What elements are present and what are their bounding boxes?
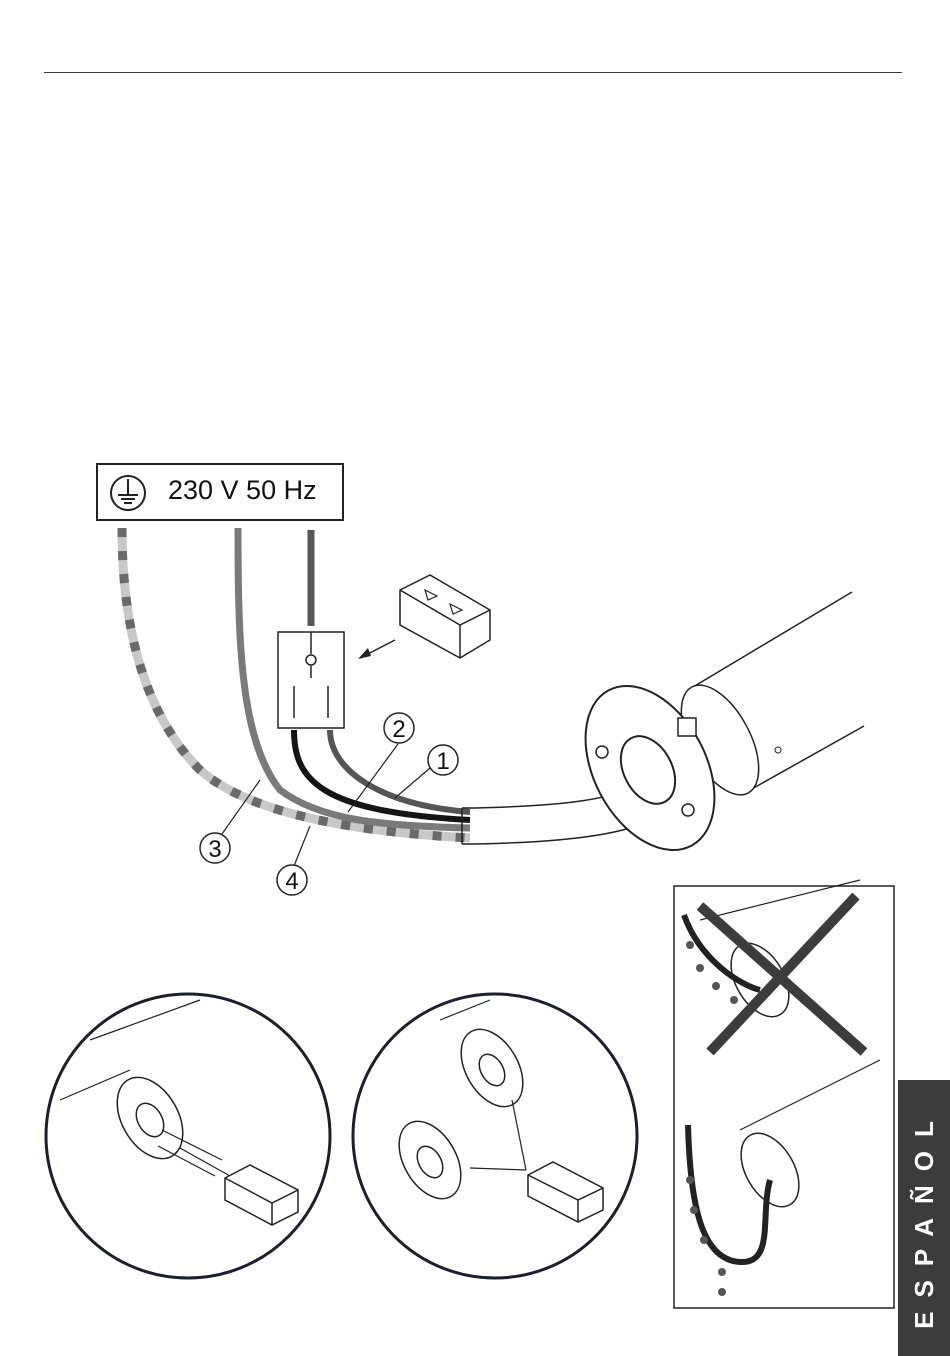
callout-3-label: 3: [208, 836, 221, 863]
double-motor-detail: [353, 994, 637, 1278]
callout-4-label: 4: [285, 868, 298, 895]
callout-1-label: 1: [436, 748, 449, 775]
language-tab-label: ESPAÑOL: [898, 1080, 950, 1356]
switch-keypad-icon: [400, 575, 490, 658]
callout-2-label: 2: [392, 716, 405, 743]
single-motor-detail: [46, 994, 330, 1278]
callout-4: 4: [277, 865, 307, 895]
language-tab: ESPAÑOL: [898, 1080, 950, 1356]
drip-loop-panel: [674, 880, 894, 1308]
callout-2: 2: [384, 713, 414, 743]
neutral-wire: [238, 528, 470, 828]
tubular-motor: [559, 592, 864, 872]
callout-3: 3: [200, 833, 230, 863]
callout-1: 1: [428, 745, 458, 775]
